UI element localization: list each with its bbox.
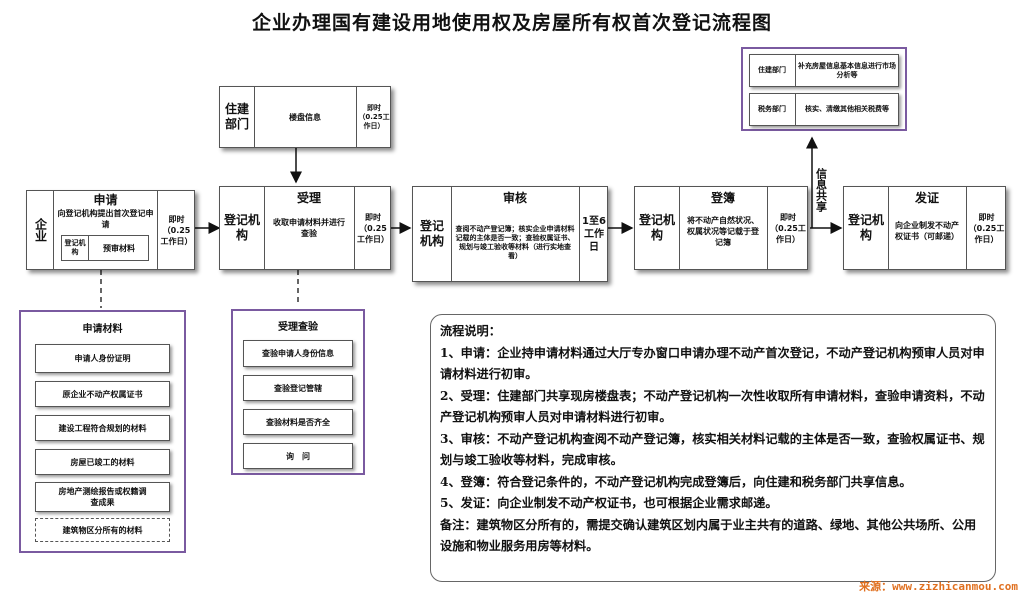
info-share-row-1-desc: 补充房屋信息基本信息进行市场分析等 xyxy=(798,61,896,79)
step-apply: 企业 申请 向登记机构提出首次登记申请 登记机构 预审材料 即时（0.25工作日… xyxy=(26,190,195,270)
inspection-item-1: 查验申请人身份信息 xyxy=(243,340,353,367)
register-time: 即时（0.25工作日） xyxy=(770,212,806,244)
accept-desc: 收取申请材料并进行查验 xyxy=(273,218,345,238)
step-accept: 登记机构 受理 收取申请材料并进行查验 即时（0.25工作日） xyxy=(219,186,391,270)
desc-line-5: 5、发证：向企业制发不动产权证书，也可根据企业需求邮递。 xyxy=(440,496,778,510)
review-name: 审核 xyxy=(502,191,527,205)
materials-box: 申请材料 申请人身份证明 原企业不动产权属证书 建设工程符合规划的材料 房屋已竣… xyxy=(19,310,186,553)
review-actor: 登记机构 xyxy=(419,219,444,248)
step-register: 登记机构 登簿 将不动产自然状况、权属状况等记载于登记簿 即时（0.25工作日） xyxy=(634,186,808,270)
housing-time: 即时（0.25工作日） xyxy=(358,103,390,130)
material-item-4: 房屋已竣工的材料 xyxy=(35,449,170,475)
info-share-row-1-actor: 住建部门 xyxy=(758,66,786,74)
desc-line-4: 4、登簿：符合登记条件的，不动产登记机构完成登簿后，向住建和税务部门共享信息。 xyxy=(440,474,912,489)
certify-actor: 登记机构 xyxy=(847,213,884,242)
certify-desc: 向企业制发不动产权证书（可邮递） xyxy=(895,221,959,241)
inspection-title: 受理查验 xyxy=(278,322,318,333)
page-title: 企业办理国有建设用地使用权及房屋所有权首次登记流程图 xyxy=(251,12,772,34)
desc-heading: 流程说明： xyxy=(440,324,501,338)
register-actor: 登记机构 xyxy=(638,213,675,242)
apply-sub-actor: 登记机构 xyxy=(64,239,86,256)
accept-actor: 登记机构 xyxy=(223,213,260,242)
apply-sub-desc: 预审材料 xyxy=(103,243,135,253)
review-time: 1至6工作日 xyxy=(582,215,606,253)
process-description: 流程说明： 1、申请：企业持申请材料通过大厅专办窗口申请办理不动产首次登记，不动… xyxy=(430,314,996,582)
certify-name: 发证 xyxy=(914,191,939,205)
housing-info-box: 住建部门 楼盘信息 即时（0.25工作日） xyxy=(219,86,391,148)
accept-name: 受理 xyxy=(296,191,321,205)
source-watermark[interactable]: 来源：www.zizhicanmou.com xyxy=(859,580,1018,593)
apply-name: 申请 xyxy=(93,193,118,207)
register-desc: 将不动产自然状况、权属状况等记载于登记簿 xyxy=(687,215,759,247)
materials-title: 申请材料 xyxy=(82,324,123,335)
info-share-row-1: 住建部门 补充房屋信息基本信息进行市场分析等 xyxy=(749,54,899,87)
info-share-box: 住建部门 补充房屋信息基本信息进行市场分析等 税务部门 核实、清缴其他相关税费等 xyxy=(741,47,907,131)
info-share-row-2-actor: 税务部门 xyxy=(758,105,786,113)
material-item-2: 原企业不动产权属证书 xyxy=(35,381,170,407)
info-share-label: 信息共享 xyxy=(814,168,828,212)
material-item-5: 房地产测绘报告或权籍调查成果 xyxy=(35,482,170,512)
housing-desc: 楼盘信息 xyxy=(289,112,321,122)
info-share-row-2: 税务部门 核实、清缴其他相关税费等 xyxy=(749,93,899,126)
desc-line-1: 1、申请：企业持申请材料通过大厅专办窗口申请办理不动产首次登记，不动产登记机构预… xyxy=(440,345,985,382)
apply-sub: 登记机构 预审材料 xyxy=(61,235,149,261)
inspection-box: 受理查验 查验申请人身份信息 查验登记管辖 查验材料是否齐全 询 问 xyxy=(231,309,365,475)
apply-actor: 企业 xyxy=(33,218,48,242)
accept-time: 即时（0.25工作日） xyxy=(357,212,389,244)
step-review: 登记机构 审核 查阅不动产登记簿；核实企业申请材料记载的主体是否一致；查验权属证… xyxy=(412,186,608,282)
material-item-6: 建筑物区分所有的材料 xyxy=(35,518,170,542)
info-share-row-2-desc: 核实、清缴其他相关税费等 xyxy=(805,105,889,113)
inspection-item-4: 询 问 xyxy=(243,443,353,469)
material-item-3: 建设工程符合规划的材料 xyxy=(35,415,170,441)
desc-note: 备注：建筑物区分所有的，需提交确认建筑区划内属于业主共有的道路、绿地、其他公共场… xyxy=(440,517,977,554)
review-desc: 查阅不动产登记簿；核实企业申请材料记载的主体是否一致；查验权属证书、规划与竣工验… xyxy=(455,225,575,260)
inspection-item-2: 查验登记管辖 xyxy=(243,375,353,401)
desc-line-3: 3、审核：不动产登记机构查阅不动产登记簿，核实相关材料记载的主体是否一致，查验权… xyxy=(440,431,985,468)
certify-time: 即时（0.25工作日） xyxy=(968,212,1005,244)
inspection-item-3: 查验材料是否齐全 xyxy=(243,409,353,435)
apply-time: 即时（0.25工作日） xyxy=(160,214,193,246)
material-item-1: 申请人身份证明 xyxy=(35,344,170,373)
desc-line-2: 2、受理：住建部门共享现房楼盘表；不动产登记机构一次性收取所有申请材料，查验申请… xyxy=(440,388,985,425)
housing-actor: 住建部门 xyxy=(224,102,249,131)
apply-desc: 向登记机构提出首次登记申请 xyxy=(57,209,154,229)
step-certify: 登记机构 发证 向企业制发不动产权证书（可邮递） 即时（0.25工作日） xyxy=(843,186,1006,270)
register-name: 登簿 xyxy=(710,191,735,205)
